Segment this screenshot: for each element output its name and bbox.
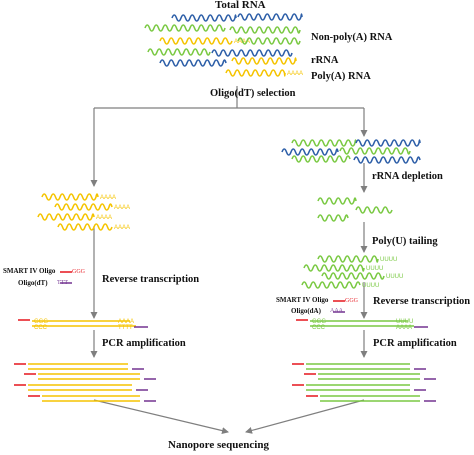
- polya-strand: [231, 57, 297, 65]
- rrna-strand: [353, 156, 421, 164]
- polya-tail-label: AAAA: [100, 195, 116, 201]
- label-reverse-transcription-right: Reverse transcription: [373, 296, 471, 307]
- polya-tail-label: AAAA: [287, 71, 303, 77]
- rrna-strand: [171, 14, 237, 22]
- polyu-tail-label: UUUU: [386, 274, 403, 280]
- polyu-tail-label: UUUU: [380, 257, 397, 263]
- label-rrna-depletion: rRNA depletion: [372, 171, 443, 182]
- label-oligo-dt-selection: Oligo(dT) selection: [210, 88, 296, 99]
- non-polya-strand: [291, 139, 357, 147]
- polya-strand: [41, 193, 99, 201]
- arrow-left-to-sequencing: [93, 399, 229, 435]
- non-polya-strand: [144, 24, 226, 32]
- ccc-label: CCC: [34, 325, 48, 331]
- non-polya-strand: [317, 214, 349, 222]
- cdna-strands: [14, 271, 436, 402]
- label-rrna: rRNA: [311, 55, 339, 66]
- polya-tail-label: AAAA: [118, 319, 134, 325]
- rrna-strand: [355, 139, 421, 147]
- label-non-polya-rna: Non-poly(A) RNA: [311, 32, 393, 43]
- polya-tail-label: AAAA: [114, 205, 130, 211]
- non-polya-strand: [229, 26, 301, 34]
- rna-strands: AAAAAAAAAAAAAAAAAAAAAAAAUUUUUUUUUUUUUUUU…: [34, 13, 421, 331]
- label-polya-rna: Poly(A) RNA: [311, 71, 371, 82]
- polya-tail-label: AAAA: [234, 39, 250, 45]
- rrna-strand: [237, 13, 303, 21]
- label-reverse-transcription-left: Reverse transcription: [102, 274, 200, 285]
- polyt-tail-label: TTTT: [118, 325, 133, 331]
- legend-left-smart-seq: GGG: [72, 269, 85, 275]
- non-polya-strand: [147, 48, 211, 56]
- ggg-label: GGG: [34, 319, 48, 325]
- ccc-label: CCC: [312, 325, 326, 331]
- legend-right-smart-seq: GGG: [345, 298, 358, 304]
- polya-tail-label: AAAA: [114, 225, 130, 231]
- legend-left-oligo-seq: TTT: [57, 280, 68, 286]
- polya-strand: [159, 37, 233, 45]
- rrna-strand: [281, 148, 339, 156]
- polya-strand: [54, 203, 113, 211]
- legend-right-oligo-seq: AAA: [330, 308, 343, 314]
- non-polya-strand: [321, 272, 385, 280]
- polya-strand: [225, 69, 286, 77]
- rrna-strand: [211, 49, 293, 57]
- legend-right-oligo-label: Oligo(dA): [291, 307, 321, 315]
- non-polya-strand: [303, 264, 365, 272]
- polyu-tail-label: UUUU: [362, 283, 379, 289]
- non-polya-strand: [317, 255, 379, 263]
- non-polya-strand: [301, 281, 361, 289]
- non-polya-strand: [355, 206, 393, 214]
- legend-right-smart-label: SMART IV Oligo: [276, 296, 329, 304]
- non-polya-strand: [339, 147, 411, 155]
- polya-strand: [37, 213, 95, 221]
- rrna-strand: [159, 59, 227, 67]
- polya-tail-label: AAAA: [96, 215, 112, 221]
- legend-left-oligo-label: Oligo(dT): [18, 279, 48, 287]
- label-pcr-amplification-left: PCR amplification: [102, 338, 186, 349]
- arrow-right-to-sequencing: [245, 399, 365, 434]
- label-polyu-tailing: Poly(U) tailing: [372, 236, 438, 247]
- label-nanopore-sequencing: Nanopore sequencing: [168, 439, 269, 451]
- legend-left-smart-label: SMART IV Oligo: [3, 267, 56, 275]
- non-polya-strand: [317, 197, 357, 205]
- ggg-label: GGG: [312, 319, 326, 325]
- flow-arrows: [90, 86, 368, 435]
- non-polya-strand: [291, 155, 351, 163]
- polyu-tail-label: UUUU: [396, 319, 413, 325]
- non-polya-strand: [237, 37, 301, 45]
- title-total-rna: Total RNA: [215, 0, 266, 11]
- polyu-tail-label: UUUU: [366, 266, 383, 272]
- polya-strand: [57, 223, 113, 231]
- label-pcr-amplification-right: PCR amplification: [373, 338, 457, 349]
- polya-tail-label: AAAA: [396, 325, 412, 331]
